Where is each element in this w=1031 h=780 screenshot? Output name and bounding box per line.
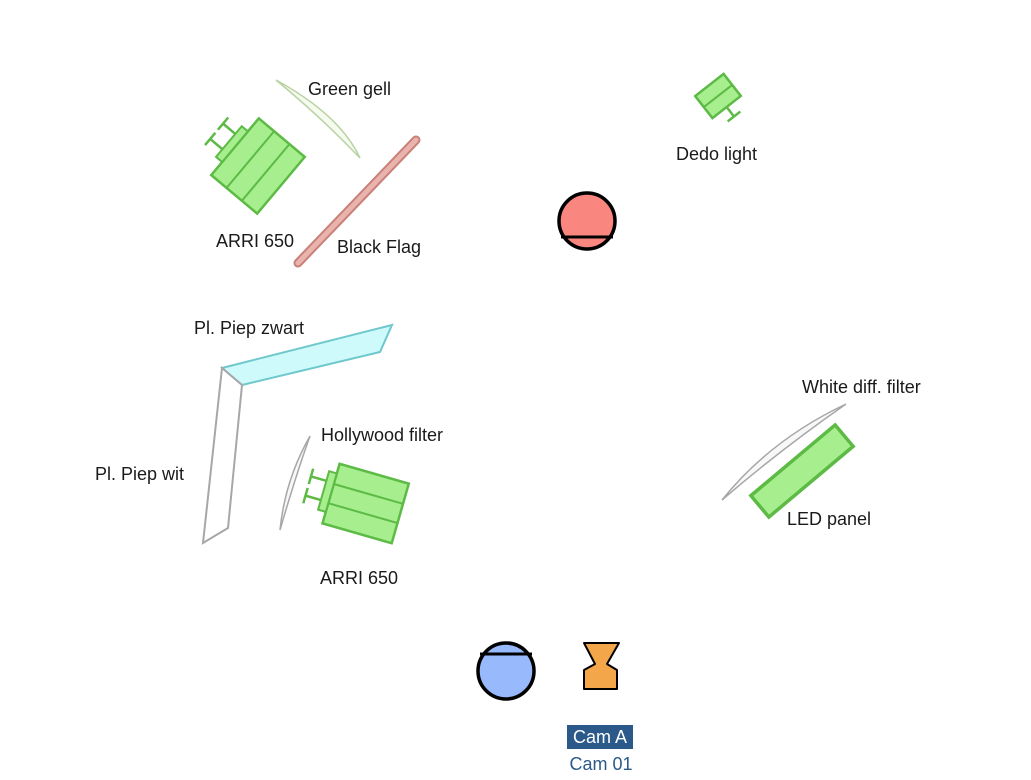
label-white-diff-filter: White diff. filter	[802, 377, 921, 397]
dedo-light	[693, 72, 743, 123]
camera-name: Cam A	[573, 727, 627, 747]
label-black-flag: Black Flag	[337, 237, 421, 257]
arri-650-bottom-light	[302, 462, 411, 545]
white-diff-filter	[721, 403, 847, 501]
label-led-panel: LED panel	[787, 509, 871, 529]
label-hollywood-filter: Hollywood filter	[321, 425, 443, 445]
camera-icon	[583, 642, 620, 690]
piep-wit-board	[201, 366, 244, 545]
camera-name-badge	[567, 725, 633, 749]
label-piep-wit: Pl. Piep wit	[95, 464, 184, 484]
label-piep-zwart: Pl. Piep zwart	[194, 318, 304, 338]
label-green-gell: Green gell	[308, 79, 391, 99]
label-arri-bottom: ARRI 650	[320, 568, 398, 588]
arri-650-top-light	[204, 116, 307, 216]
green-gell-filter	[275, 79, 361, 159]
camera-id: Cam 01	[569, 754, 632, 774]
label-arri-top: ARRI 650	[216, 231, 294, 251]
viewer-marker	[476, 641, 536, 701]
led-panel	[748, 422, 856, 520]
subject-marker	[557, 191, 617, 251]
label-dedo-light: Dedo light	[676, 144, 757, 164]
hollywood-filter	[279, 435, 311, 531]
